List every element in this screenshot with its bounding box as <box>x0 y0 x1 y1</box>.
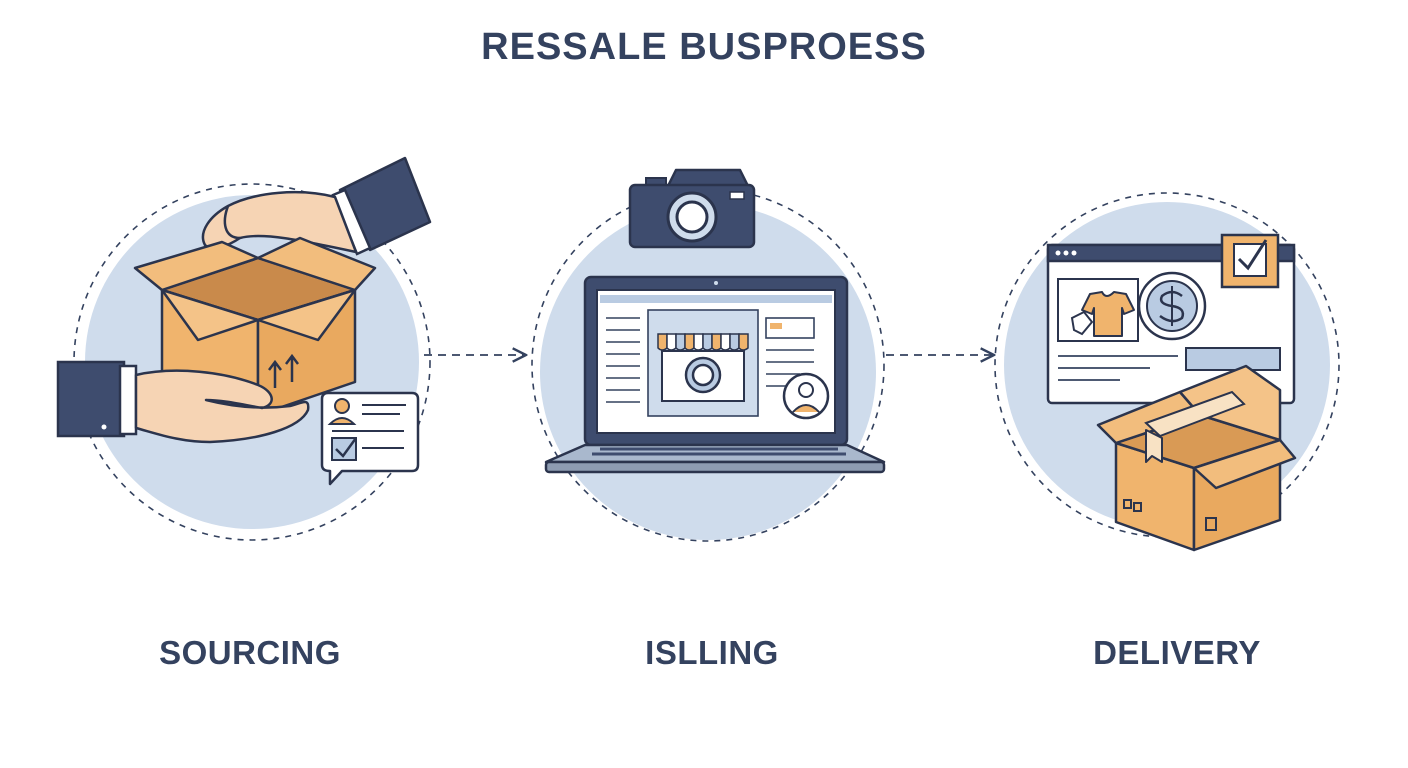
order-browser-window-icon <box>1046 233 1296 405</box>
shipping-box-icon <box>1096 364 1297 552</box>
order-confirmed-icon <box>1220 233 1280 289</box>
delivery-dashed-ring <box>994 192 1340 538</box>
step-sourcing <box>56 156 432 541</box>
laptop-icon <box>544 275 886 474</box>
this-side-up-icon <box>268 353 299 388</box>
cardboard-box-icon <box>133 236 377 417</box>
payment-coin-icon <box>1137 271 1207 341</box>
step-selling <box>531 168 886 542</box>
seller-profile-card-icon <box>320 391 420 486</box>
top-hand-icon <box>201 156 432 256</box>
avatar-icon <box>782 372 830 420</box>
step-label-delivery: DELIVERY <box>1093 634 1261 671</box>
sourcing-dashed-ring <box>73 183 431 541</box>
storefront-icon <box>657 333 749 402</box>
step-label-selling: ISLLING <box>645 634 779 671</box>
step-label-sourcing: SOURCING <box>159 634 341 671</box>
bottom-hand-icon <box>56 360 310 444</box>
shirt-icon <box>1081 291 1135 337</box>
step-delivery <box>994 192 1340 552</box>
diagram-title: RESSALE BUSPROESS <box>481 26 927 68</box>
camera-icon <box>628 168 756 249</box>
